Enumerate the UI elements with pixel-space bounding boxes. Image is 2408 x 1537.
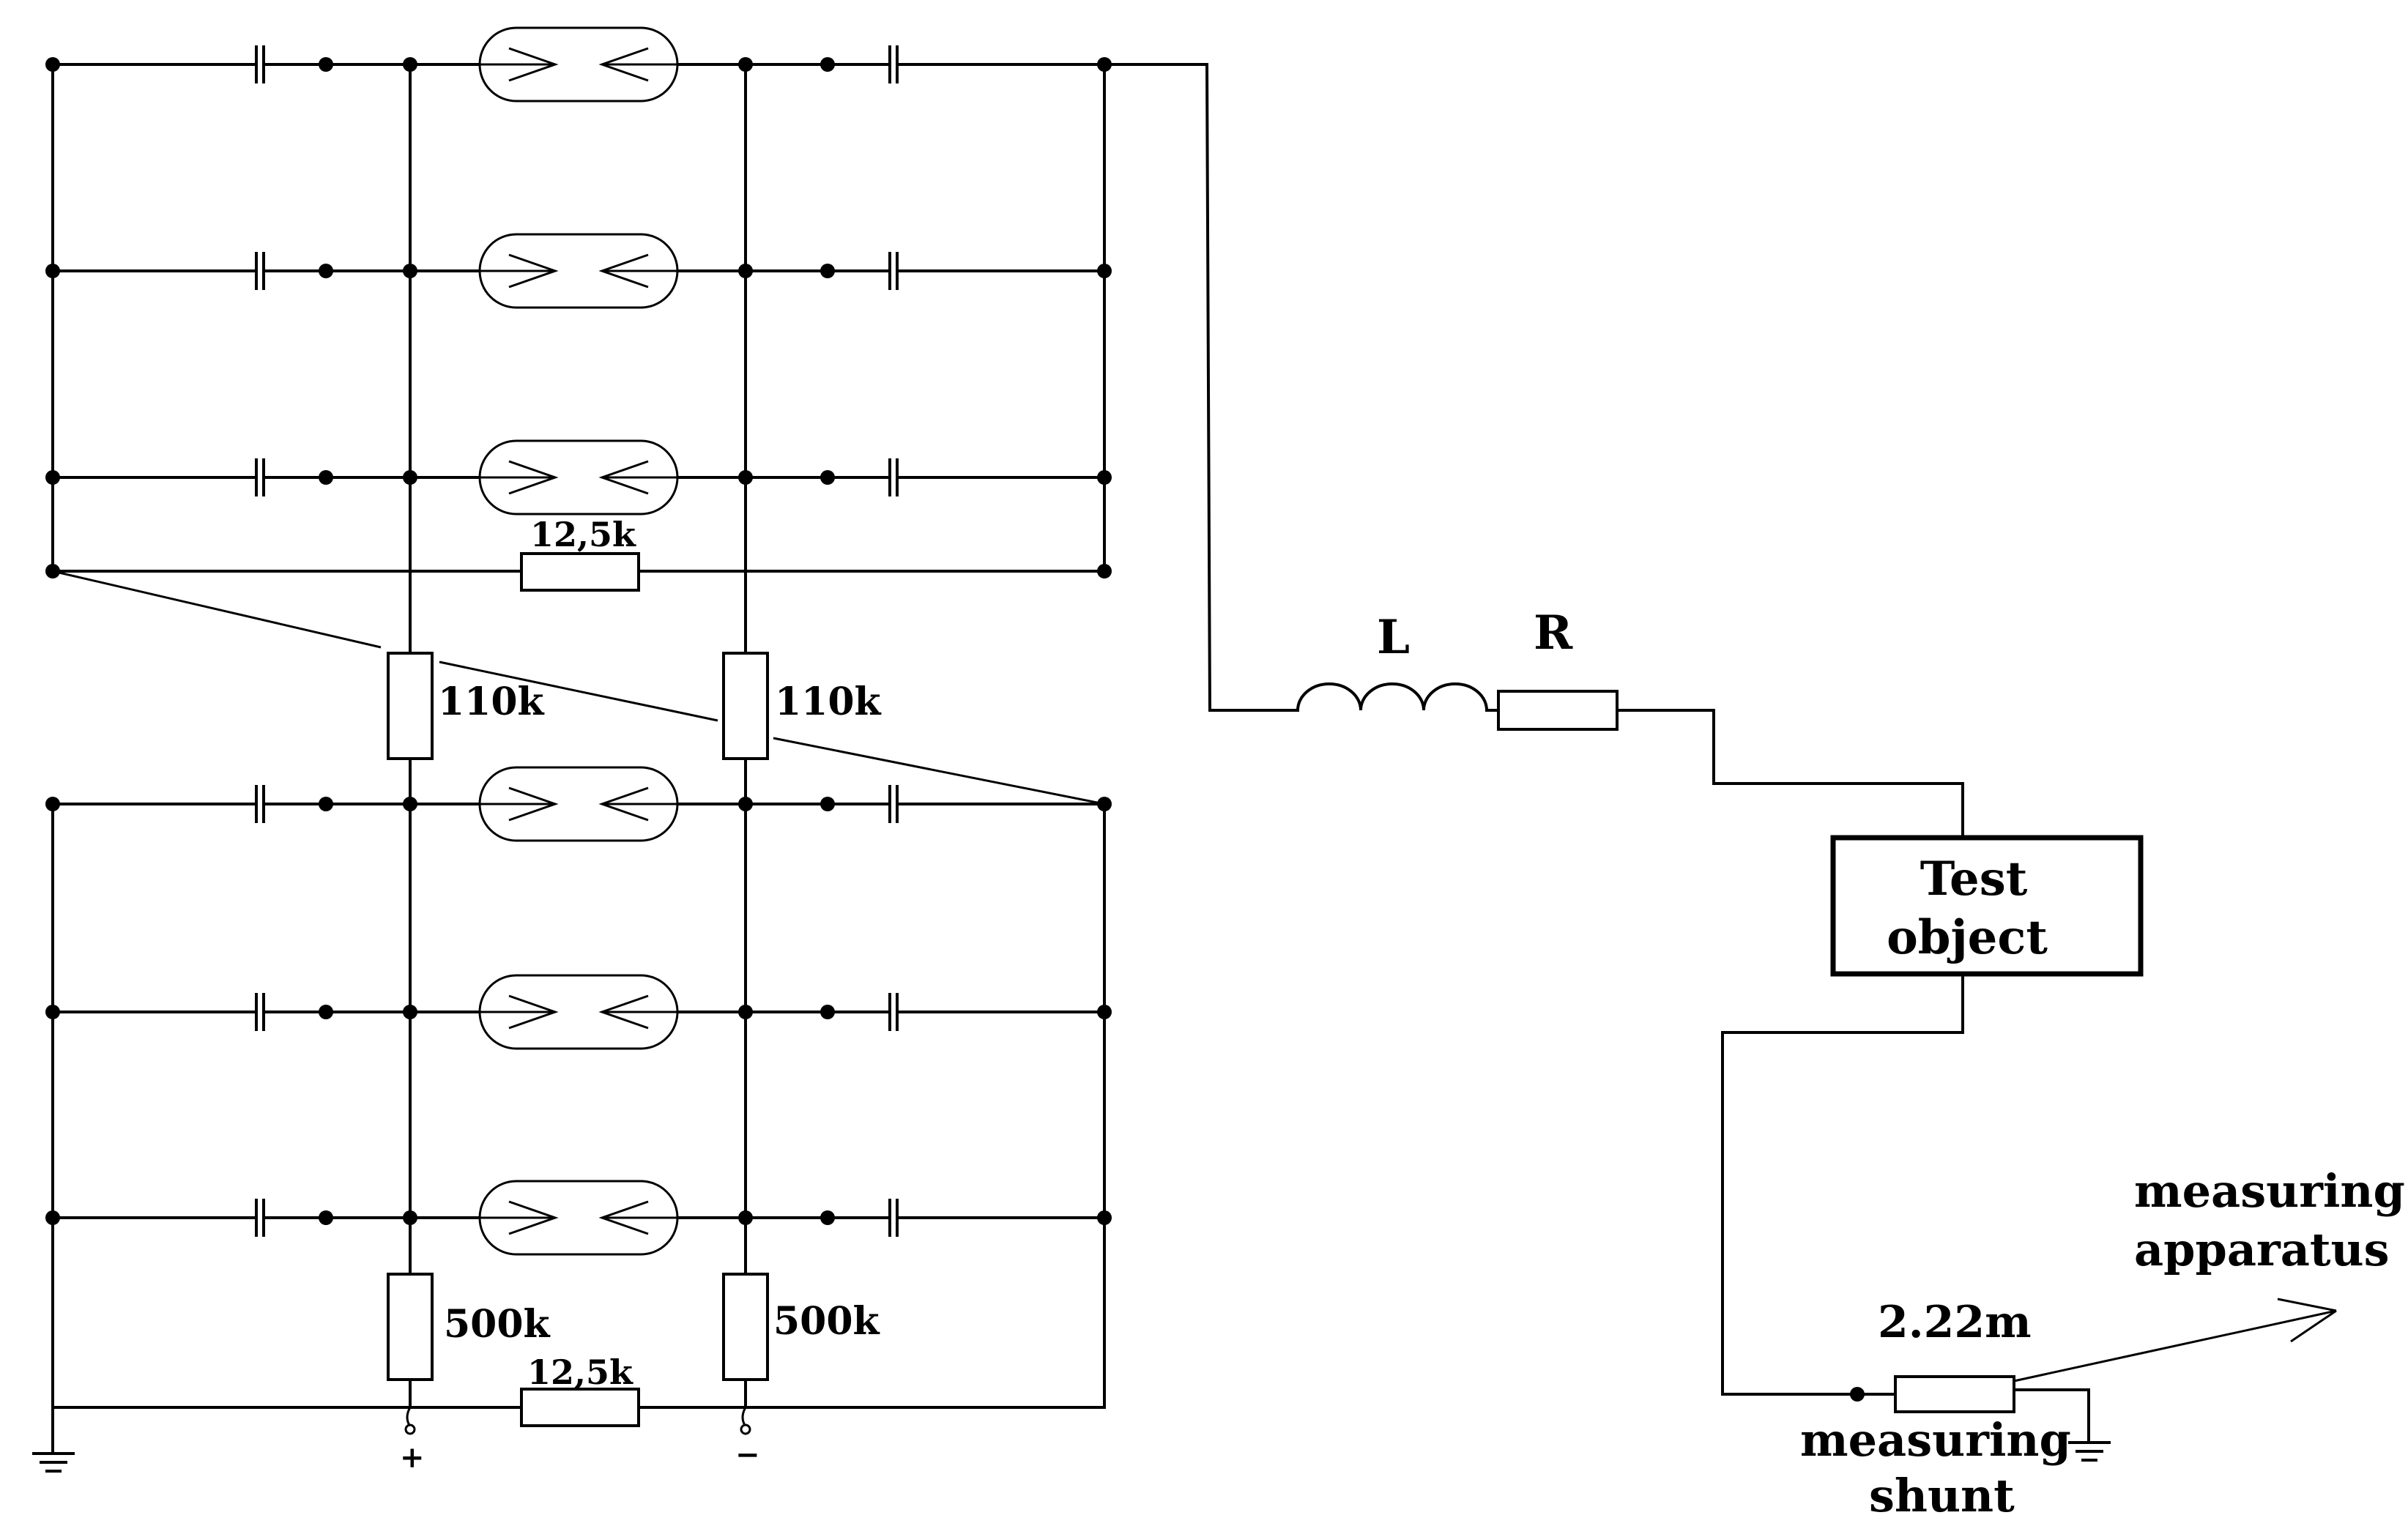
label-shunt-line2: shunt	[1869, 1469, 2015, 1522]
junction-dot	[820, 57, 835, 72]
junction-dot	[319, 1005, 333, 1019]
junction-dot	[820, 797, 835, 811]
test-object-label-line1: Test	[1920, 852, 2028, 907]
label-r-bot-right: 500k	[773, 1299, 880, 1344]
label-shunt-value: 2.22m	[1878, 1297, 2032, 1348]
junction-dot	[319, 797, 333, 811]
spark-gap-icon	[478, 233, 679, 309]
label-shunt-line1: measuring	[1800, 1413, 2071, 1467]
label-inductor: L	[1377, 610, 1410, 665]
capacitor-icon	[888, 785, 899, 823]
resistor-icon	[1497, 690, 1619, 731]
capacitor-icon	[255, 1199, 265, 1237]
junction-dot	[319, 470, 333, 485]
label-apparatus-line1: measuring	[2134, 1164, 2405, 1218]
ground-icon	[32, 1452, 75, 1473]
label-minus: −	[735, 1437, 760, 1472]
capacitor-icon	[255, 45, 265, 83]
resistor-icon	[387, 1273, 434, 1381]
spark-gap-icon	[478, 26, 679, 103]
capacitor-icon	[255, 458, 265, 496]
junction-dot	[319, 264, 333, 278]
label-resistor: R	[1534, 606, 1573, 660]
resistor-icon	[1894, 1375, 2015, 1413]
resistor-icon	[722, 1273, 769, 1381]
capacitor-icon	[255, 252, 265, 290]
label-r-mid-right: 110k	[775, 680, 882, 724]
test-object-label-line2: object	[1887, 910, 2048, 965]
capacitor-icon	[255, 993, 265, 1031]
capacitor-icon	[888, 252, 899, 290]
spark-gap-icon	[478, 1180, 679, 1256]
junction-dot	[820, 1005, 835, 1019]
label-r-mid-left: 110k	[438, 680, 545, 724]
junction-dot	[820, 470, 835, 485]
inductor-icon	[1296, 682, 1489, 712]
capacitor-icon	[255, 785, 265, 823]
label-r-top: 12,5k	[530, 515, 636, 554]
capacitor-icon	[888, 993, 899, 1031]
junction-dot	[820, 264, 835, 278]
resistor-icon	[520, 1388, 640, 1427]
label-r-bottom: 12,5k	[527, 1352, 633, 1392]
ground-icon	[2068, 1441, 2111, 1462]
resistor-icon	[387, 652, 434, 760]
label-plus: +	[400, 1440, 425, 1475]
marx-generator-stages	[45, 26, 1112, 1256]
circuit-wiring	[32, 62, 2337, 1473]
junction-dot	[820, 1210, 835, 1225]
capacitor-icon	[888, 45, 899, 83]
junction-dot	[319, 1210, 333, 1225]
junction-dot	[319, 57, 333, 72]
capacitor-icon	[888, 458, 899, 496]
capacitor-icon	[888, 1199, 899, 1237]
resistor-icon	[722, 652, 769, 760]
test-object-box	[1830, 835, 2144, 977]
label-apparatus-line2: apparatus	[2134, 1223, 2390, 1276]
label-r-bot-left: 500k	[444, 1302, 551, 1347]
spark-gap-icon	[478, 439, 679, 516]
spark-gap-icon	[478, 974, 679, 1050]
arrow-icon	[2013, 1298, 2337, 1382]
resistor-icon	[520, 552, 640, 592]
spark-gap-icon	[478, 766, 679, 842]
